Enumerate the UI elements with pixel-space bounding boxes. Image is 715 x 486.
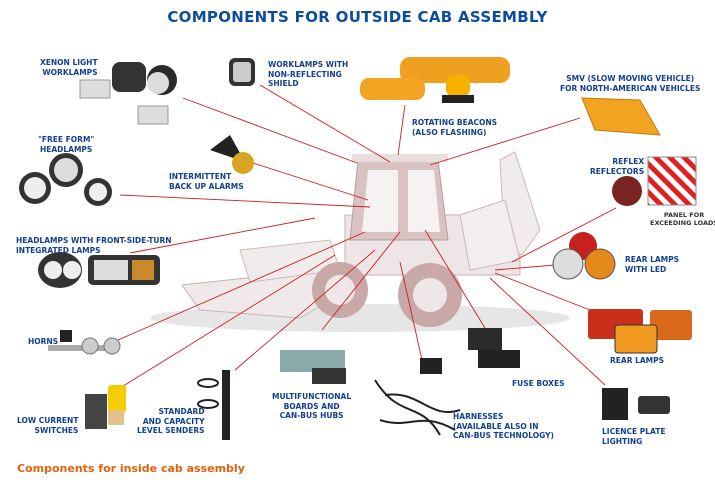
label-line: WORKLAMPS WITH [268,60,349,69]
rotating-beacons-image [360,57,510,103]
label-line: HEADLAMPS [39,144,93,154]
label-line: LEVEL SENDERS [137,426,205,435]
label-horns: HORNS [28,337,58,347]
label-licence-plate-lighting: LICENCE PLATE LIGHTING [602,427,665,446]
backup-alarm-image [210,135,254,174]
label-line: (AVAILABLE ALSO IN [453,421,539,431]
label-line: "FREE FORM" [38,135,95,144]
horns-image [48,330,121,355]
label-line: WITH LED [625,264,667,274]
harness-image [374,358,461,436]
label-line: HARNESSES [453,412,504,421]
label-line: INTEGRATED LAMPS [16,245,101,255]
label-line: LIGHTING [602,436,643,446]
multifunctional-board-image [280,350,346,384]
backhoe-loader-image [150,151,570,332]
label-line: REFLEX [612,157,645,166]
label-line: INTERMITTENT [169,172,232,181]
label-line: HEADLAMPS WITH FRONT-SIDE-TURN [16,236,172,245]
label-headlamps-turn: HEADLAMPS WITH FRONT-SIDE-TURN INTEGRATE… [16,236,172,255]
label-line: AND CAPACITY [142,416,205,426]
label-line: FOR NORTH-AMERICAN VEHICLES [560,83,701,93]
label-xenon-worklamps: XENON LIGHT WORKLAMPS [40,58,98,77]
label-backup-alarms: INTERMITTENT BACK UP ALARMS [169,172,244,191]
label-line: REFLECTORS [590,166,645,176]
reflex-reflector-image [612,176,642,206]
label-line: REAR LAMPS [625,255,680,264]
label-line: ROTATING BEACONS [412,118,498,127]
exceeding-loads-panel-image [647,156,697,206]
label-rear-led-lamps: REAR LAMPS WITH LED [625,255,679,274]
inside-cab-assembly-link[interactable]: Components for inside cab assembly [17,462,245,475]
label-line: CAN-BUS TECHNOLOGY) [453,431,554,440]
label-line: NON-REFLECTING [268,69,342,79]
label-line: SHIELD [268,79,299,88]
label-line: BACK UP ALARMS [169,181,244,191]
label-line: REAR LAMPS [610,356,665,365]
label-smv: SMV (SLOW MOVING VEHICLE) FOR NORTH-AMER… [560,74,700,93]
label-line: HORNS [28,337,59,346]
label-low-current-switches: LOW CURRENT SWITCHES [17,416,78,435]
label-reflex-reflectors: REFLEX REFLECTORS [590,157,644,176]
label-line: SWITCHES [34,425,79,435]
label-line: BOARDS AND [283,401,340,411]
label-line: LOW CURRENT [17,416,79,425]
label-line: SMV (SLOW MOVING VEHICLE) [566,74,695,83]
smv-image [581,97,661,136]
switches-image [85,385,126,429]
level-sender-image [197,370,230,440]
licence-plate-light-image [602,388,670,420]
label-rear-lamps: REAR LAMPS [610,356,664,366]
label-line: (ALSO FLASHING) [412,127,487,137]
rear-led-lamps-image [552,232,616,280]
label-line: MULTIFUNCTIONAL [272,392,352,401]
label-freeform-headlamps: "FREE FORM" HEADLAMPS [38,135,94,154]
label-line: WORKLAMPS [42,67,98,77]
label-multifunctional-boards: MULTIFUNCTIONAL BOARDS AND CAN-BUS HUBS [272,392,351,421]
xenon-worklamps-image [79,62,177,125]
label-line: EXCEEDING LOADS [650,219,715,227]
label-line: CAN-BUS HUBS [279,411,344,420]
fuse-box-image [468,328,520,368]
label-line: XENON LIGHT [40,58,98,67]
label-line: FUSE BOXES [512,379,565,388]
label-fuse-boxes: FUSE BOXES [512,379,564,389]
label-line: STANDARD [158,407,205,416]
label-line: LICENCE PLATE [602,427,666,436]
leader-lines [117,84,617,389]
page-title: COMPONENTS FOR OUTSIDE CAB ASSEMBLY [167,8,548,26]
worklamp-shield-image [229,58,255,86]
label-exceeding-loads-panel: PANEL FOR EXCEEDING LOADS [650,211,715,227]
freeform-headlamps-image [19,153,112,206]
label-harnesses: HARNESSES (AVAILABLE ALSO IN CAN-BUS TEC… [453,412,554,441]
label-worklamps-shield: WORKLAMPS WITH NON-REFLECTING SHIELD [268,60,348,89]
rear-lamps-image [588,309,692,354]
label-line: PANEL FOR [663,211,705,219]
headlamps-turn-image [38,252,160,288]
label-level-senders: STANDARD AND CAPACITY LEVEL SENDERS [137,407,205,436]
label-rotating-beacons: ROTATING BEACONS (ALSO FLASHING) [412,118,497,137]
